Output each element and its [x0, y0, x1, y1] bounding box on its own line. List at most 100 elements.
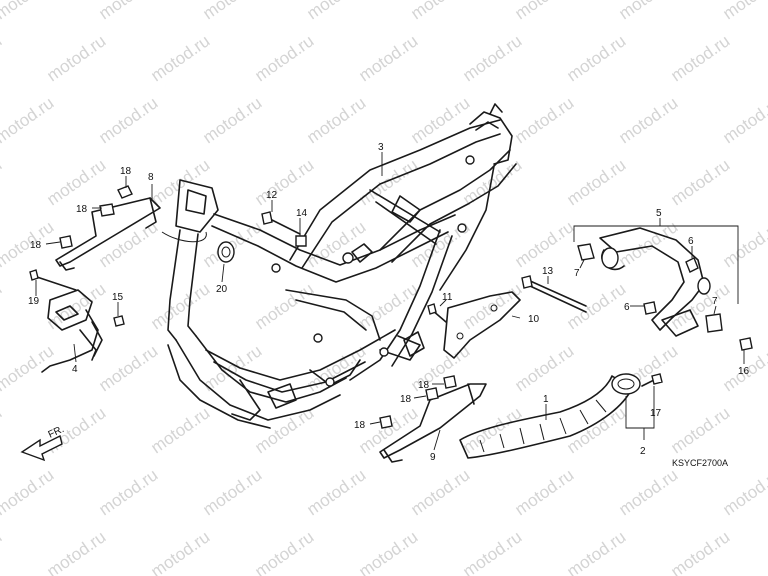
rubber-6-lower	[643, 301, 657, 315]
watermark-text: motod.ru	[303, 341, 369, 395]
watermark-text: motod.ru	[251, 527, 317, 576]
watermark-text: motod.ru	[147, 527, 213, 576]
screw-17	[641, 373, 663, 387]
callout-15: 15	[112, 292, 124, 303]
watermark-text: motod.ru	[0, 527, 5, 576]
watermark-text: motod.ru	[719, 217, 768, 271]
nut-16	[739, 337, 753, 351]
watermark-text: motod.ru	[615, 217, 681, 271]
callout-20: 20	[216, 284, 228, 295]
watermark-text: motod.ru	[147, 31, 213, 85]
watermark-text: motod.ru	[251, 279, 317, 333]
bolt-18-group-right	[379, 375, 457, 429]
callout-7: 7	[574, 268, 580, 279]
watermark-text: motod.ru	[511, 465, 577, 519]
watermark-text: motod.ru	[0, 0, 57, 23]
callout-11: 11	[442, 292, 453, 303]
callout-18: 18	[400, 394, 412, 405]
watermark-text: motod.ru	[199, 0, 265, 23]
main-frame	[161, 103, 517, 429]
watermark-text: motod.ru	[407, 93, 473, 147]
callout-17: 17	[650, 408, 662, 419]
rubber-6-upper	[685, 257, 699, 273]
callout-18: 18	[120, 166, 132, 177]
bushing-7-lower	[705, 313, 723, 333]
watermark-text: motod.ru	[303, 465, 369, 519]
watermark-text: motod.ru	[459, 31, 525, 85]
watermark-text: motod.ru	[511, 0, 577, 23]
watermark-text: motod.ru	[43, 279, 109, 333]
watermark-text: motod.ru	[563, 155, 629, 209]
part-4-bracket	[41, 289, 103, 373]
callout-16: 16	[738, 366, 750, 377]
bolt-18-group-left	[59, 185, 133, 249]
watermark-text: motod.ru	[667, 31, 733, 85]
watermark-text: motod.ru	[511, 341, 577, 395]
bushing-7-upper	[577, 243, 595, 261]
callout-6: 6	[624, 302, 630, 313]
watermark-text: motod.ru	[719, 465, 768, 519]
collar-14	[295, 235, 307, 247]
watermark-text: motod.ru	[43, 155, 109, 209]
watermark-text: motod.ru	[355, 31, 421, 85]
watermark-text: motod.ru	[147, 279, 213, 333]
watermark-text: motod.ru	[251, 31, 317, 85]
watermark-text: motod.ru	[563, 31, 629, 85]
callout-6: 6	[688, 236, 694, 247]
callouts: 3 8 18 18 18 19 15 4 20 12 14 11 10 13 5…	[28, 142, 750, 468]
watermark-text: motod.ru	[199, 93, 265, 147]
callout-3: 3	[378, 142, 384, 153]
part-5-hanger-bracket	[599, 227, 711, 337]
callout-4: 4	[72, 364, 78, 375]
callout-18: 18	[354, 420, 366, 431]
diagram-code: KSYCF2700A	[672, 458, 728, 468]
watermark-text: motod.ru	[615, 465, 681, 519]
bolt-11	[427, 303, 447, 323]
watermark-text: motod.ru	[95, 0, 161, 23]
bolt-13	[521, 275, 587, 313]
watermark-text: motod.ru	[355, 403, 421, 457]
watermark-text: motod.ru	[459, 527, 525, 576]
watermark-text: motod.ru	[615, 0, 681, 23]
part-20-grommet	[217, 241, 235, 263]
bolt-19	[29, 269, 77, 291]
watermark-text: motod.ru	[43, 31, 109, 85]
watermark-text: motod.ru	[0, 403, 5, 457]
watermark-text: motod.ru	[667, 403, 733, 457]
callout-2: 2	[640, 446, 646, 457]
part-2-duct-seal	[611, 373, 641, 395]
callout-9: 9	[430, 452, 436, 463]
callout-19: 19	[28, 296, 40, 307]
watermark-text: motod.ru	[563, 527, 629, 576]
watermark-text: motod.ru	[95, 465, 161, 519]
watermark-text: motod.ru	[563, 403, 629, 457]
callout-18: 18	[76, 204, 88, 215]
callout-7: 7	[712, 296, 718, 307]
callout-18: 18	[30, 240, 42, 251]
watermark-text: motod.ru	[0, 217, 57, 271]
watermark-text: motod.ru	[719, 93, 768, 147]
part-10-plate	[443, 291, 521, 359]
callout-12: 12	[266, 190, 278, 201]
watermark-text: motod.ru	[43, 527, 109, 576]
callout-18: 18	[418, 380, 430, 391]
callout-13: 13	[542, 266, 554, 277]
watermark-text: motod.ru	[407, 465, 473, 519]
watermark-text: motod.ru	[0, 341, 57, 395]
watermark-text: motod.ru	[303, 93, 369, 147]
part-8-bracket	[55, 197, 161, 271]
callout-14: 14	[296, 208, 308, 219]
watermark-text: motod.ru	[0, 155, 5, 209]
watermark-text: motod.ru	[0, 93, 57, 147]
part-9-step-bracket	[379, 383, 487, 463]
watermark-text: motod.ru	[199, 465, 265, 519]
watermark-text: motod.ru	[355, 527, 421, 576]
watermark-text: motod.ru	[0, 31, 5, 85]
watermark-text: motod.ru	[95, 341, 161, 395]
nut-15	[113, 315, 125, 327]
bolt-12	[261, 211, 301, 235]
leader-lines	[35, 152, 745, 451]
watermark-text: motod.ru	[719, 0, 768, 23]
